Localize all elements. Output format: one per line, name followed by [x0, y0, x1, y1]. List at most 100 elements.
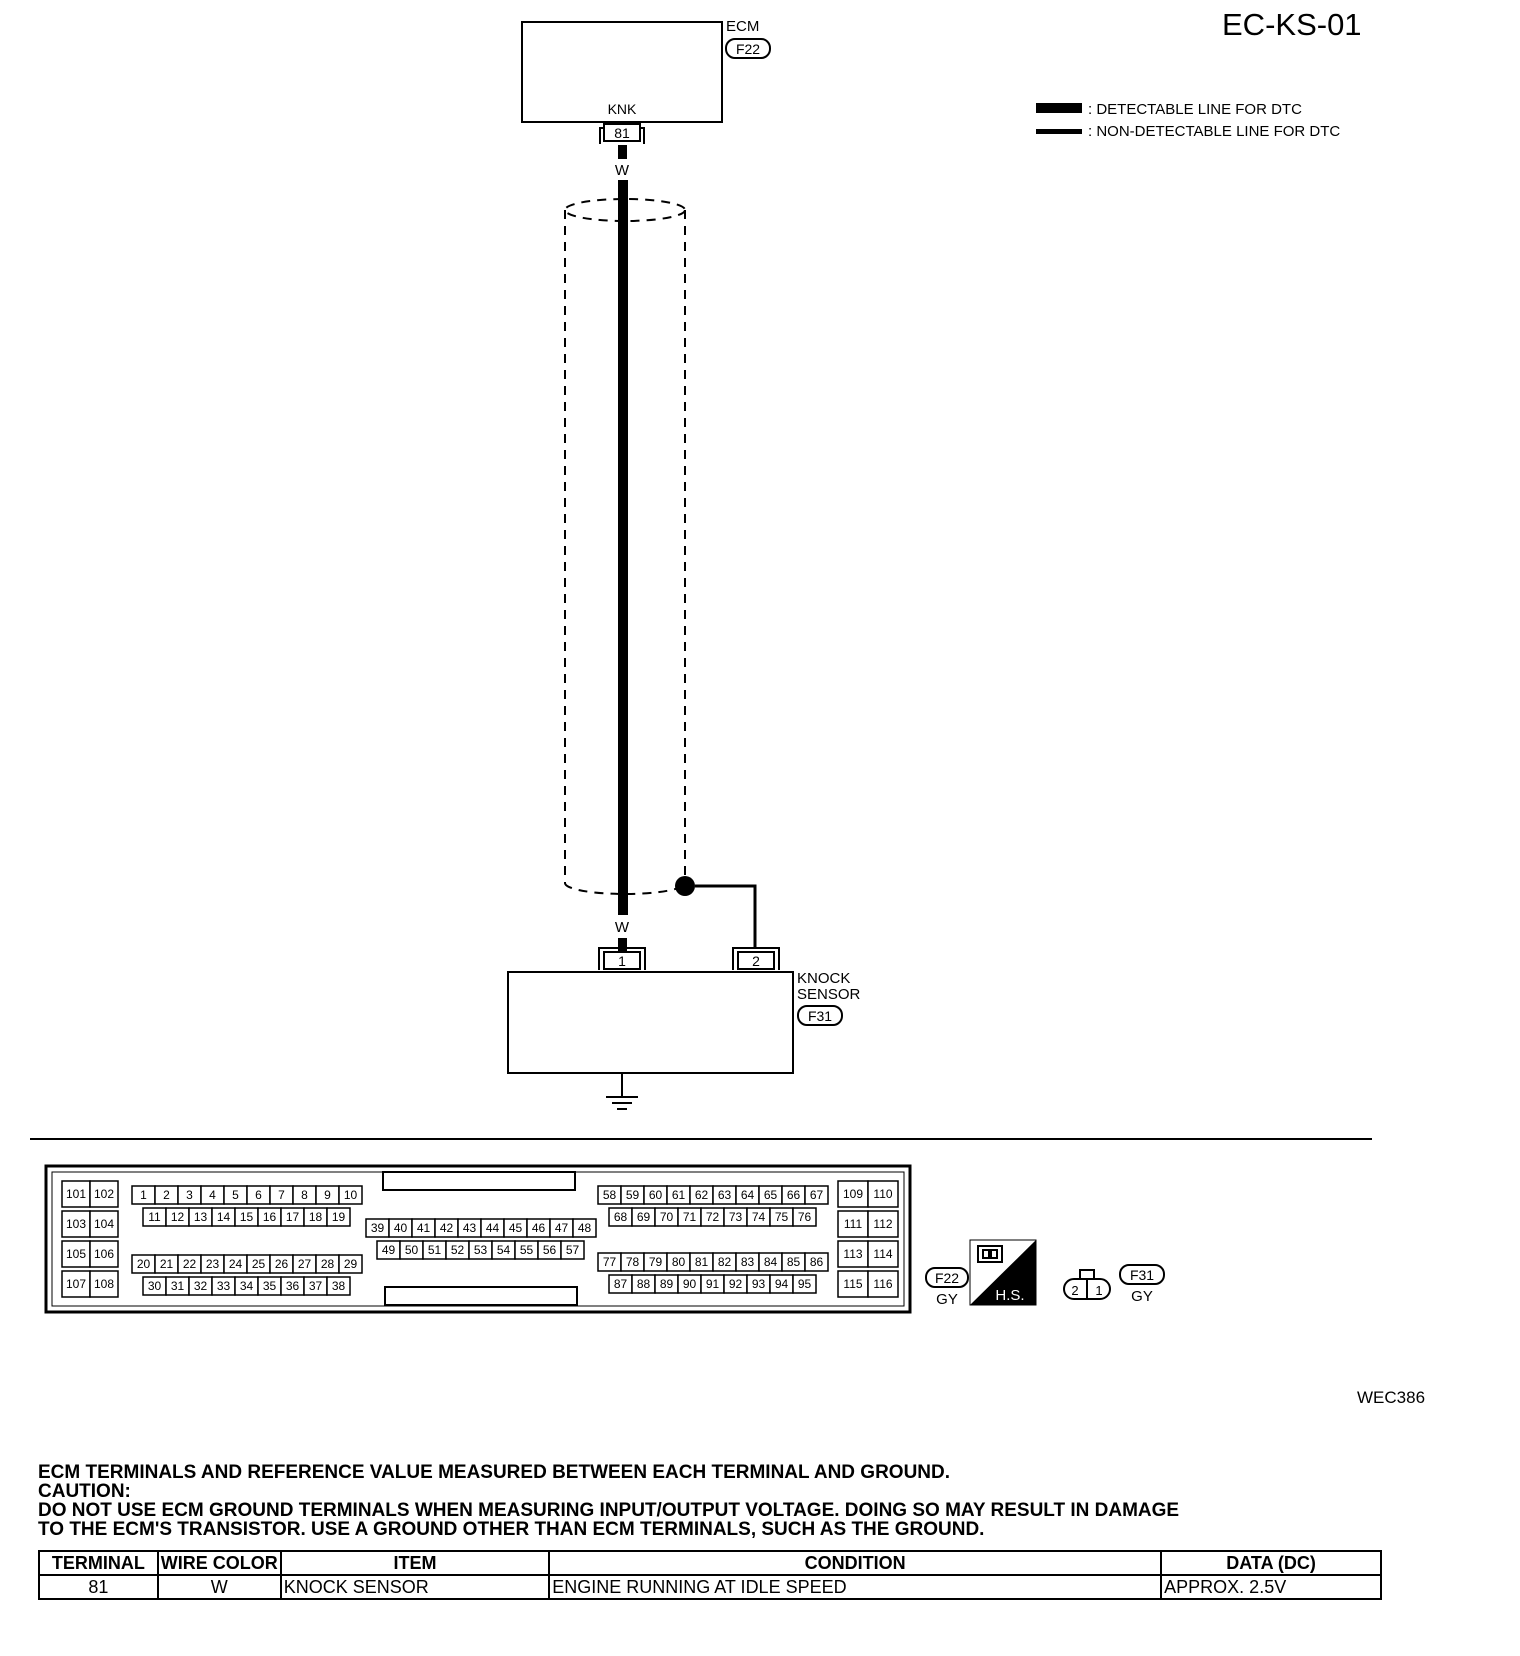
detectable-wire-lower — [618, 938, 627, 952]
pin-number: 47 — [555, 1221, 569, 1235]
pin-number: 84 — [764, 1255, 778, 1269]
connector-key-bottom — [384, 1286, 578, 1306]
header-terminal: TERMINAL — [38, 1550, 159, 1576]
pin-number: 70 — [660, 1210, 674, 1224]
wire-color-bottom: W — [615, 919, 630, 936]
pin-number: 58 — [603, 1188, 617, 1202]
pin-number: 4 — [209, 1188, 216, 1202]
legend: : DETECTABLE LINE FOR DTC : NON-DETECTAB… — [1036, 101, 1340, 140]
pin-number: 27 — [298, 1257, 312, 1271]
table-row: 81 W KNOCK SENSOR ENGINE RUNNING AT IDLE… — [38, 1574, 1382, 1600]
pin-number: 94 — [775, 1277, 789, 1291]
pin-number: 81 — [695, 1255, 709, 1269]
pin-number: 115 — [843, 1277, 862, 1291]
legend-detectable-swatch — [1036, 103, 1082, 113]
pin-cell — [89, 1270, 119, 1298]
pin-number: 113 — [843, 1247, 862, 1261]
pin-number: 82 — [718, 1255, 732, 1269]
hs-label: H.S. — [995, 1287, 1024, 1304]
pin-number: 101 — [66, 1187, 86, 1201]
pin-number: 76 — [798, 1210, 812, 1224]
pin-number: 87 — [614, 1277, 628, 1291]
pin-number: 2 — [163, 1188, 170, 1202]
pin-number: 60 — [649, 1188, 663, 1202]
ecm-box — [521, 21, 723, 123]
pin-number: 75 — [775, 1210, 789, 1224]
pin-number: 114 — [873, 1247, 892, 1261]
pin-number: 54 — [497, 1243, 511, 1257]
pin-number: 93 — [752, 1277, 766, 1291]
header-wire-color: WIRE COLOR — [156, 1550, 282, 1576]
pin-number: 9 — [324, 1188, 331, 1202]
pin-number: 17 — [286, 1210, 300, 1224]
pin-number: 1 — [140, 1188, 147, 1202]
pin-number: 111 — [844, 1217, 863, 1231]
pin-number: 52 — [451, 1243, 465, 1257]
pin-number: 66 — [787, 1188, 801, 1202]
ecm-signal-label: KNK — [608, 101, 637, 117]
pin-cell — [89, 1180, 119, 1208]
pin-number: 12 — [171, 1210, 185, 1224]
pin-cell — [867, 1210, 899, 1238]
pin-number: 109 — [843, 1187, 863, 1201]
pin-cell — [837, 1240, 869, 1268]
header-condition: CONDITION — [548, 1550, 1163, 1576]
pin-number: 104 — [94, 1217, 114, 1231]
legend-detectable-text: : DETECTABLE LINE FOR DTC — [1088, 101, 1302, 118]
pin-number: 88 — [637, 1277, 651, 1291]
pin-number: 63 — [718, 1188, 732, 1202]
harness-connector-icon — [977, 1245, 1003, 1263]
cell-terminal: 81 — [38, 1574, 159, 1600]
page-code: EC-KS-01 — [1222, 7, 1362, 42]
detectable-wire-main — [618, 180, 628, 915]
pin-number: 85 — [787, 1255, 801, 1269]
header-item: ITEM — [279, 1550, 551, 1576]
pin-number: 33 — [217, 1279, 231, 1293]
pin-number: 56 — [543, 1243, 557, 1257]
notes-line-2: CAUTION: — [38, 1481, 131, 1502]
ks-terminal-1-box — [603, 951, 641, 970]
pin-number: 102 — [94, 1187, 114, 1201]
ks-terminal-1-bracket — [598, 947, 646, 970]
pin-cell — [89, 1240, 119, 1268]
wiring-diagram: EC-KS-01 : DETECTABLE LINE FOR DTC : NON… — [30, 7, 1425, 1407]
pin-number: 106 — [94, 1247, 114, 1261]
pin-number: 23 — [206, 1257, 220, 1271]
pin-number: 28 — [321, 1257, 335, 1271]
pin-number: 62 — [695, 1188, 709, 1202]
pin-number: 83 — [741, 1255, 755, 1269]
harness-side-frame — [969, 1239, 1037, 1306]
pin-number: 19 — [332, 1210, 346, 1224]
pin-number: 32 — [194, 1279, 208, 1293]
pin-number: 112 — [873, 1217, 892, 1231]
pin-cell — [867, 1180, 899, 1208]
pin-number: 21 — [160, 1257, 174, 1271]
detectable-wire-upper — [618, 145, 627, 159]
pin-number: 8 — [301, 1188, 308, 1202]
cell-condition: ENGINE RUNNING AT IDLE SPEED — [548, 1574, 1163, 1600]
pin-number: 13 — [194, 1210, 208, 1224]
pin-number: 86 — [810, 1255, 824, 1269]
f31-pin-2: 2 — [1071, 1283, 1078, 1298]
pin-number: 73 — [729, 1210, 743, 1224]
pin-number: 24 — [229, 1257, 243, 1271]
pin-cell — [326, 1276, 351, 1296]
pin-cell — [867, 1240, 899, 1268]
header-data: DATA (DC) — [1160, 1550, 1382, 1576]
pin-number: 77 — [603, 1255, 617, 1269]
pin-number: 105 — [66, 1247, 86, 1261]
knock-sensor-label-1: KNOCK — [797, 970, 850, 987]
pin-number: 78 — [626, 1255, 640, 1269]
pin-number: 90 — [683, 1277, 697, 1291]
f22-code: F22 — [935, 1270, 959, 1286]
pin-number: 110 — [873, 1187, 892, 1201]
ks-terminal-2-box — [737, 951, 775, 970]
pin-number: 61 — [672, 1188, 686, 1202]
pin-cell — [804, 1252, 829, 1272]
pin-cell — [326, 1207, 351, 1227]
connector-key-top — [382, 1171, 576, 1191]
ecm-terminal-number: 81 — [614, 125, 630, 141]
pin-number: 116 — [873, 1277, 892, 1291]
knock-sensor-block: 1 2 KNOCK SENSOR F31 — [507, 947, 861, 1110]
